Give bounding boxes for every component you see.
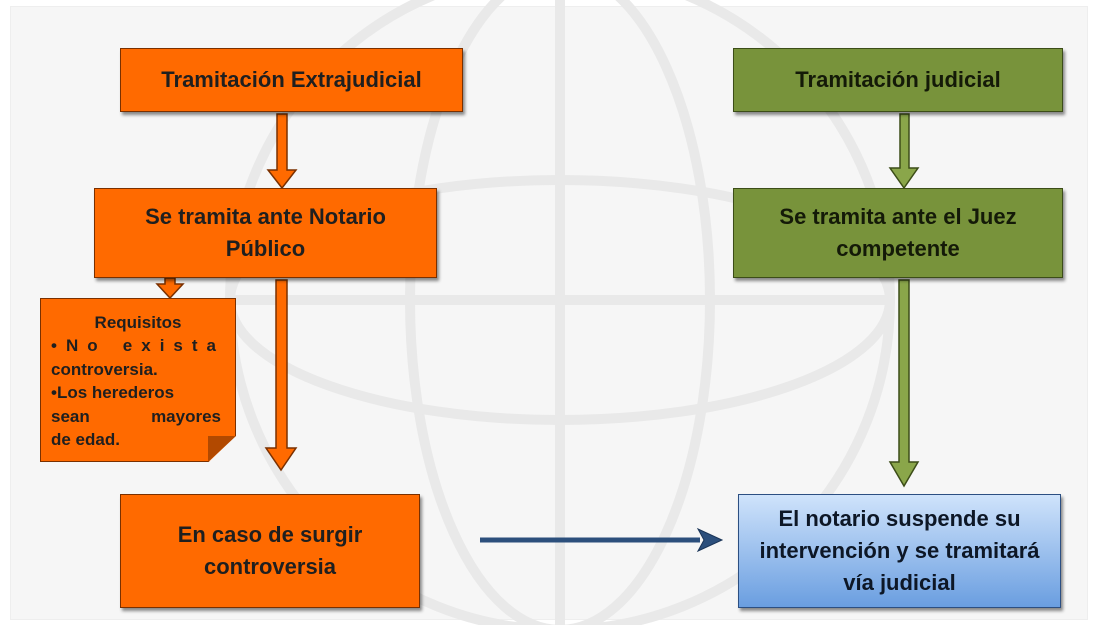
box-tramitacion-extrajudicial: Tramitación Extrajudicial — [120, 48, 463, 112]
box-notario-suspende-label: El notario suspende su intervención y se… — [759, 506, 1040, 595]
requisito-line-2: controversia. — [51, 359, 158, 379]
requisitos-title: Requisitos — [94, 313, 182, 332]
box-notario-suspende: El notario suspende su intervención y se… — [738, 494, 1061, 608]
box-juez-competente: Se tramita ante el Juez competente — [733, 188, 1063, 278]
requisito-line-1: •No exista — [51, 336, 225, 356]
box-surgir-controversia-label: En caso de surgir controversia — [177, 522, 363, 579]
requisito-line-4: sean mayores — [51, 406, 221, 426]
requisitos-note: Requisitos •No exista controversia. •Los… — [40, 298, 236, 462]
box-juez-competente-label: Se tramita ante el Juez competente — [779, 204, 1017, 261]
box-surgir-controversia: En caso de surgir controversia — [120, 494, 420, 608]
box-notario-publico-label: Se tramita ante Notario Público — [145, 204, 386, 261]
box-tramitacion-extrajudicial-label: Tramitación Extrajudicial — [161, 67, 422, 93]
requisito-line-3: •Los herederos — [51, 383, 175, 403]
box-notario-publico: Se tramita ante Notario Público — [94, 188, 437, 278]
box-tramitacion-judicial: Tramitación judicial — [733, 48, 1063, 112]
requisito-line-5: de edad. — [51, 430, 120, 450]
box-tramitacion-judicial-label: Tramitación judicial — [795, 67, 1001, 93]
